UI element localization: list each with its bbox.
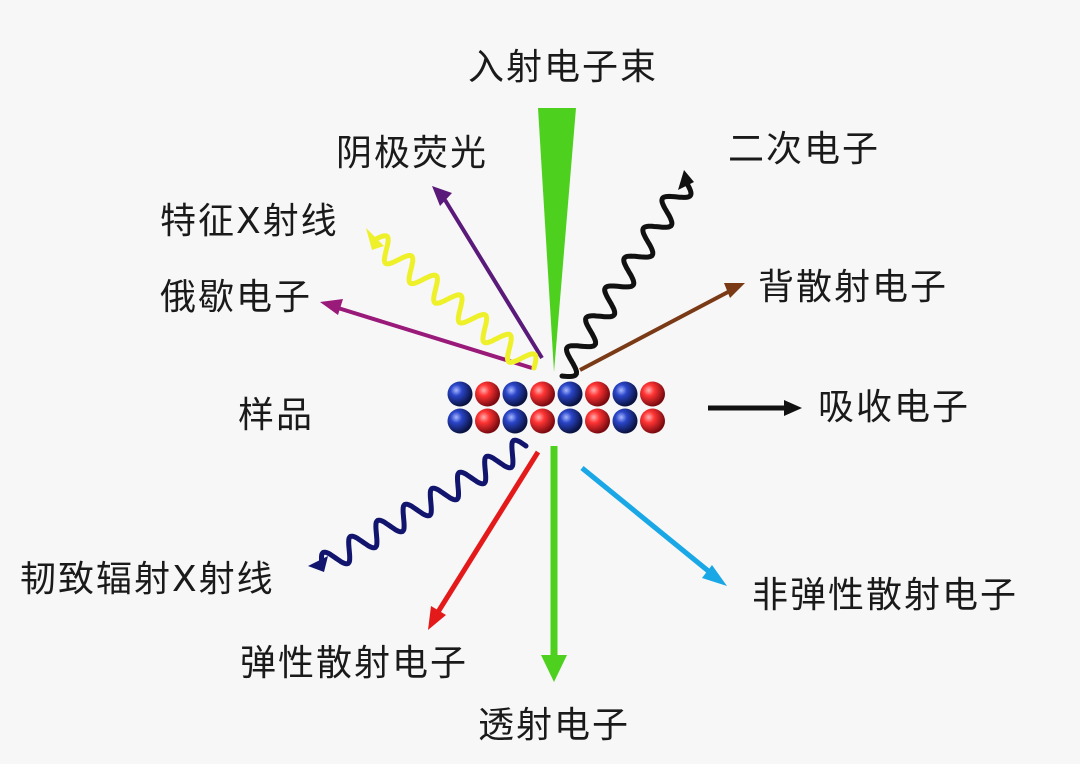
sample-atom-red — [475, 408, 500, 434]
absorbed-electrons-arrow — [708, 400, 802, 416]
label-characteristic-xray: 特征X射线 — [160, 201, 339, 242]
sample-atom-red — [475, 381, 500, 407]
cathodoluminescence-arrow — [432, 186, 544, 360]
label-cathodoluminescence: 阴极荧光 — [336, 133, 489, 174]
sample-atom-blue — [502, 381, 528, 407]
bremsstrahlung-xray-arrowhead — [308, 556, 328, 572]
sample-atom-blue — [447, 408, 473, 434]
inelastic-scattered-arrow — [580, 466, 727, 586]
label-sample: 样品 — [238, 395, 315, 436]
sample-atom-red — [585, 381, 610, 407]
sample-atom-red — [530, 408, 555, 434]
sample-atom-red — [530, 381, 555, 407]
sample-atom-blue — [557, 408, 583, 434]
bremsstrahlung-xray-wave — [319, 437, 529, 569]
label-transmitted-electrons: 透射电子 — [478, 705, 631, 746]
sample-atom-blue — [612, 408, 638, 434]
sample-atom-lattice — [447, 381, 665, 434]
label-secondary-electrons: 二次电子 — [728, 129, 881, 170]
characteristic-xray-wave — [371, 233, 539, 371]
incident-beam-wedge — [538, 108, 576, 372]
transmitted-electrons-arrow — [541, 446, 567, 682]
label-auger-electrons: 俄歇电子 — [160, 277, 313, 318]
secondary-electrons-arrowhead — [678, 170, 694, 190]
sample-atom-blue — [447, 381, 473, 407]
backscattered-electrons-arrow — [579, 283, 745, 372]
sample-atom-red — [585, 408, 610, 434]
label-elastic-scattered: 弹性散射电子 — [240, 643, 469, 684]
sample-atom-blue — [612, 381, 638, 407]
elastic-scattered-arrow — [428, 450, 541, 630]
label-absorbed-electrons: 吸收电子 — [818, 387, 971, 428]
label-inelastic-scattered: 非弹性散射电子 — [752, 575, 1019, 616]
label-bremsstrahlung-xray: 韧致辐射X射线 — [20, 559, 275, 600]
sample-atom-red — [640, 408, 665, 434]
auger-electrons-arrow — [320, 299, 533, 370]
characteristic-xray-arrowhead — [366, 228, 384, 250]
sample-atom-red — [640, 381, 665, 407]
label-backscattered-electrons: 背散射电子 — [758, 267, 949, 308]
sample-atom-blue — [502, 408, 528, 434]
sample-atom-blue — [557, 381, 583, 407]
secondary-electrons-wave — [559, 179, 694, 379]
label-incident-beam: 入射电子束 — [468, 47, 659, 88]
